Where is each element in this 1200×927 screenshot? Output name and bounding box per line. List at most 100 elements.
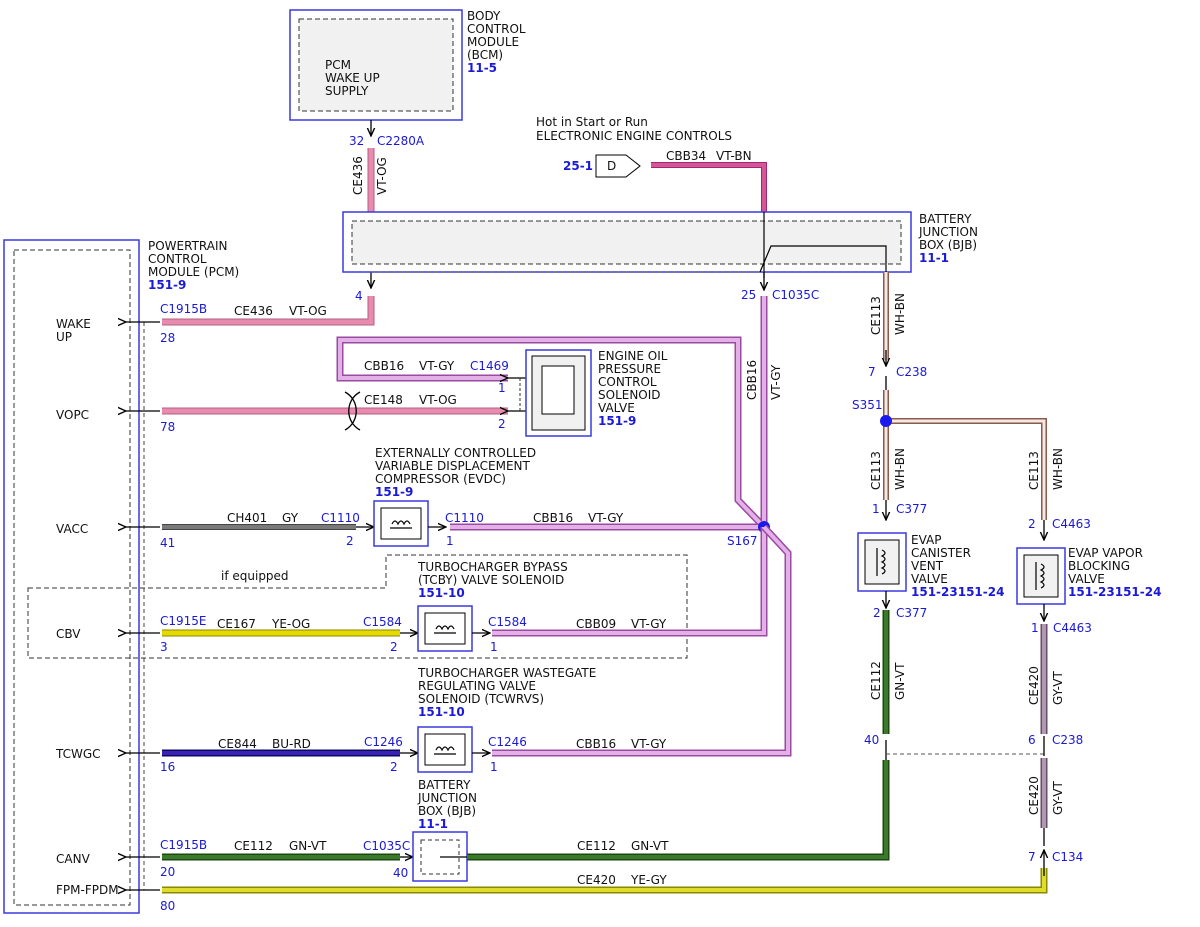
wire-cbv-right: C1584 1 CBB09 VT-GY: [472, 615, 667, 654]
blocking-title-2: BLOCKING: [1068, 559, 1130, 573]
evdc-coil: [373, 500, 429, 547]
bjb2-title-1: BATTERY: [418, 778, 471, 792]
wire-canv-right: CE112 GN-VT: [467, 760, 890, 861]
ce420-circuit-bot: CE420: [577, 873, 616, 887]
wire-vacc-right: C1110 1 CBB16 VT-GY S167: [428, 511, 770, 548]
pin-label-up: UP: [56, 330, 72, 344]
wire-tcw-right: C1246 1 CBB16 VT-GY: [472, 735, 667, 774]
cbb34-circuit: CBB34: [666, 149, 706, 163]
ch401-color: GY: [282, 511, 299, 525]
pin-label-vacc: VACC: [56, 522, 88, 536]
splice-s351-label: S351: [852, 398, 883, 412]
ce167-color: YE-OG: [271, 617, 310, 631]
blocking-ref: 151-23151-24: [1068, 585, 1161, 599]
conn-c1469: C1469: [470, 359, 509, 373]
pin-evdc-2: 2: [346, 534, 354, 548]
pcm-title-3: MODULE (PCM): [148, 265, 239, 279]
pcm-title-2: CONTROL: [148, 252, 207, 266]
pin-7-c238: 7: [868, 365, 876, 379]
bjb2-title-2: JUNCTION: [417, 791, 477, 805]
tcby-title-2: (TCBY) VALVE SOLENOID: [418, 573, 564, 587]
wire-ce436-vertical: 32 C2280A CE436 VT-OG 4: [349, 120, 425, 303]
wire-tcwgc: 16 CE844 BU-RD C1246 2: [126, 735, 418, 774]
bcm-title-3: MODULE: [467, 35, 519, 49]
conn-c4463-bot: C4463: [1053, 621, 1092, 635]
pin-7-c134: 7: [1028, 850, 1036, 864]
ce113a-circuit: CE113: [869, 296, 883, 335]
ce113c-color: WH-BN: [1051, 448, 1065, 490]
pin-tcby-1: 1: [490, 640, 498, 654]
if-equipped-box: if equipped: [27, 554, 688, 659]
splice-s351: [880, 415, 892, 427]
if-equipped-label: if equipped: [221, 569, 289, 583]
wire-wakeup: C1915B 28 CE436 VT-OG: [126, 296, 375, 345]
blocking-title-1: EVAP VAPOR: [1068, 546, 1143, 560]
cbb16-vacc-circuit: CBB16: [533, 511, 573, 525]
pin-40-right: 40: [864, 733, 879, 747]
canister-title-2: CANISTER: [911, 546, 971, 560]
pin-label-fpm: FPM-FPDM: [56, 883, 119, 897]
pin-eop-2: 2: [498, 417, 506, 431]
eop-title-3: CONTROL: [598, 375, 657, 389]
evdc-title-1: EXTERNALLY CONTROLLED: [375, 446, 536, 460]
ce112-circuit-r: CE112: [577, 839, 616, 853]
source-letter: D: [607, 159, 616, 173]
conn-c1035c-top: C1035C: [772, 288, 819, 302]
pin-label-vopc: VOPC: [56, 408, 89, 422]
evap-canister-valve: EVAP CANISTER VENT VALVE 151-23151-24 2 …: [857, 532, 1004, 620]
evap-blocking-valve: EVAP VAPOR BLOCKING VALVE 151-23151-24 1…: [1016, 546, 1161, 635]
pin-evdc-1: 1: [446, 534, 454, 548]
ce844-circuit: CE844: [218, 737, 257, 751]
source-ref: 25-1: [563, 159, 593, 173]
pcm-title-1: POWERTRAIN: [148, 239, 228, 253]
eop-title-2: PRESSURE: [598, 362, 661, 376]
bcm-ref: 11-5: [467, 61, 497, 75]
conn-c1110-l: C1110: [321, 511, 360, 525]
ce167-circuit: CE167: [217, 617, 256, 631]
cbb16-eop-circuit: CBB16: [364, 359, 404, 373]
pin-tcw-1: 1: [490, 760, 498, 774]
bjb2-ref: 11-1: [418, 817, 448, 831]
wire-vopc: 78 CE148 VT-OG 2: [126, 378, 526, 434]
ce112-v-circuit: CE112: [869, 661, 883, 700]
canister-ref: 151-23151-24: [911, 585, 1004, 599]
pin-1-c4463: 1: [1031, 621, 1039, 635]
ce420a-color: GY-VT: [1051, 671, 1065, 705]
evdc-label: EXTERNALLY CONTROLLED VARIABLE DISPLACEM…: [375, 446, 536, 499]
canister-title-1: EVAP: [911, 533, 941, 547]
ce113b-circuit: CE113: [869, 451, 883, 490]
bcm-title-2: CONTROL: [467, 22, 526, 36]
bjb2-title-3: BOX (BJB): [418, 804, 476, 818]
pin-label-tcwgc: TCWGC: [55, 747, 101, 761]
eop-solenoid: ENGINE OIL PRESSURE CONTROL SOLENOID VAL…: [525, 349, 668, 437]
pin-3: 3: [160, 640, 168, 654]
tcwrvs-label: TURBOCHARGER WASTEGATE REGULATING VALVE …: [417, 666, 596, 719]
ce112-circuit-l: CE112: [234, 839, 273, 853]
conn-c1584-r: C1584: [488, 615, 527, 629]
ce436-color: VT-OG: [289, 304, 327, 318]
blocking-title-3: VALVE: [1068, 572, 1105, 586]
bcm-inner-3: SUPPLY: [325, 84, 369, 98]
conn-c1246-r: C1246: [488, 735, 527, 749]
eop-title-4: SOLENOID: [598, 388, 661, 402]
evdc-title-3: COMPRESSOR (EVDC): [375, 472, 506, 486]
conn-c4463-top: C4463: [1052, 517, 1091, 531]
cbb16-v-color: VT-GY: [769, 364, 783, 400]
pin-4: 4: [355, 289, 363, 303]
conn-c1246-l: C1246: [364, 735, 403, 749]
pin-80: 80: [160, 899, 175, 913]
eop-title-1: ENGINE OIL: [598, 349, 668, 363]
conn-c238-bot: C238: [1052, 733, 1083, 747]
bjb2-label: BATTERY JUNCTION BOX (BJB) 11-1: [417, 778, 477, 831]
conn-c377-top: C377: [896, 502, 927, 516]
cbb34-color: VT-BN: [716, 149, 752, 163]
bjb-title-3: BOX (BJB): [919, 238, 977, 252]
cbb16-vacc-color: VT-GY: [588, 511, 624, 525]
wire-cbv: C1915E 3 CE167 YE-OG C1584 2: [126, 614, 418, 654]
tcby-title-1: TURBOCHARGER BYPASS: [417, 560, 568, 574]
ce112-color-l: GN-VT: [289, 839, 327, 853]
pin-2-c377: 2: [873, 606, 881, 620]
source-line2: ELECTRONIC ENGINE CONTROLS: [536, 129, 732, 143]
cbb16-tcw-color: VT-GY: [631, 737, 667, 751]
ce112-color-r: GN-VT: [631, 839, 669, 853]
